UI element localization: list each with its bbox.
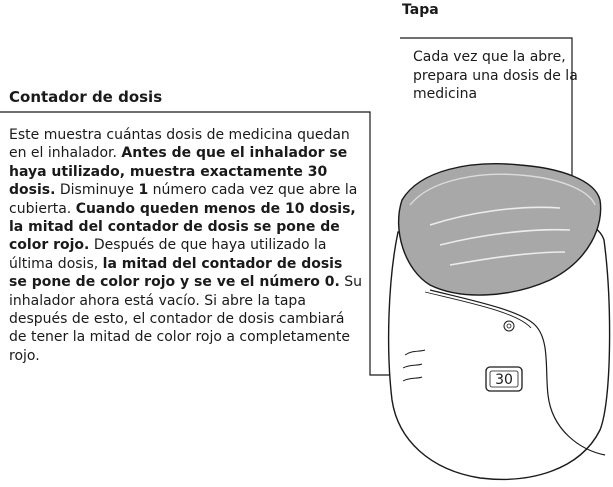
dose-counter-description: Este muestra cuántas dosis de medicina q… [9,126,364,365]
dose-counter-text-segment: 1 [138,182,149,199]
tapa-description: Cada vez que la abre, prepara una dosis … [413,49,578,102]
dose-counter-text-segment: Disminuye [55,182,139,199]
dose-counter-text-segment: Este muestra cuántas dosis de medicina q… [9,127,350,162]
dose-counter-value: 30 [495,372,513,388]
dose-counter-text-segment: Antes de que el inhalador se haya utiliz… [9,145,348,199]
inhaler-cap [398,163,602,296]
dose-counter-text-segment: número cada vez que abre la cubierta. [9,182,358,217]
body-indicator-icon [503,320,515,332]
dose-counter-window: 30 [485,366,523,392]
dose-counter-text-segment: Su inhalador ahora está vacío. Si abre l… [9,274,363,364]
dose-counter-text-segment: la mitad del contador de dosis se pone d… [9,255,343,291]
dose-counter-text-segment: Cuando queden menos de 10 dosis, la mita… [9,200,356,254]
tapa-title: Tapa [402,2,439,18]
tapa-leader-line [400,37,573,200]
dose-counter-title: Contador de dosis [9,88,163,106]
dose-counter-text-segment: Después de que haya utilizado la última … [9,237,327,272]
